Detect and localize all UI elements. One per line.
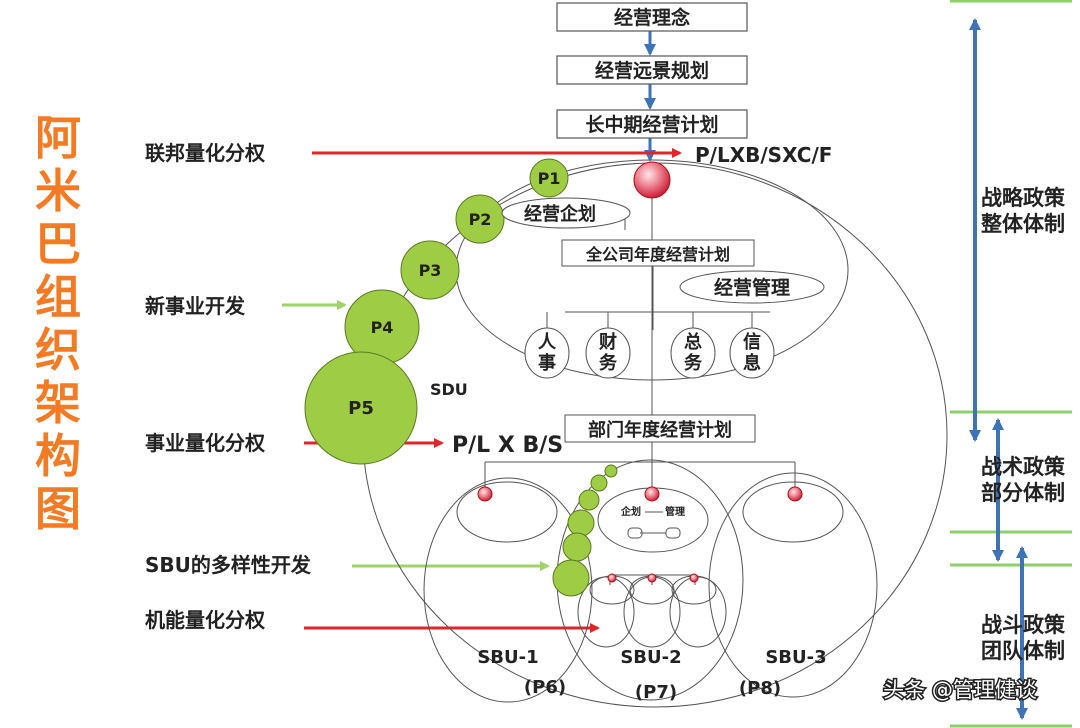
pink-dot [647, 573, 657, 583]
p-bubble-label: P5 [348, 398, 374, 419]
title-char: 构 [35, 429, 81, 483]
p-bubble-label: P4 [371, 318, 394, 337]
dept-char: 财 [599, 331, 617, 353]
flow-box-label: 经营远景规划 [595, 59, 709, 82]
sbu3-inner [742, 481, 844, 543]
p-bubble [304, 351, 418, 465]
pink-dot [689, 573, 699, 583]
pink-ball [633, 161, 671, 199]
title-char: 米 [35, 164, 81, 218]
flow-box [556, 55, 748, 85]
flow-box [556, 109, 748, 139]
sbu-label: SBU-1 [477, 647, 538, 668]
band-label: 部分体制 [981, 481, 1065, 505]
label-function: 机能量化分权 [145, 608, 266, 632]
title-char: 巴 [35, 217, 81, 271]
sbu-bubble [590, 474, 608, 492]
pink-dot [787, 486, 803, 502]
planning-label: 经营企划 [524, 203, 596, 225]
label-business: 事业量化分权 [145, 431, 266, 455]
sbu2-sub [669, 576, 727, 648]
sbu-bubble [578, 489, 600, 511]
dept-char: 务 [684, 352, 703, 374]
dept-plan-label: 部门年度经营计划 [588, 419, 732, 441]
p-bubble [455, 194, 505, 244]
p-label: (P7) [635, 682, 677, 703]
p-bubble [400, 240, 460, 300]
mini-box [627, 527, 643, 539]
vertical-title: 阿米巴组织架构图 [28, 112, 88, 536]
mini-label: 管理 [665, 505, 685, 518]
title-char: 织 [35, 323, 81, 377]
dept-circle [524, 327, 570, 379]
watermark: 头条 @管理健谈 [883, 678, 1037, 702]
label-federal: 联邦量化分权 [145, 141, 266, 165]
dept-char: 信 [743, 331, 761, 353]
p-label: (P6) [524, 677, 566, 698]
company-plan-box [561, 239, 755, 267]
dept-circle [670, 327, 716, 379]
company-plan-label: 全公司年度经营计划 [585, 245, 730, 264]
band-label: 战斗政策 [981, 613, 1066, 637]
band-label: 团队体制 [981, 639, 1065, 663]
p-bubble-label: P2 [469, 210, 492, 229]
sbu-bubble [562, 532, 592, 562]
title-char: 组 [35, 270, 81, 324]
flow-box-label: 长中期经营计划 [585, 113, 718, 136]
pink-dot [644, 486, 660, 502]
p-bubble [529, 158, 569, 198]
dept-circle [585, 327, 631, 379]
p-label: (P8) [739, 678, 781, 699]
middle-output: P/L X B/S [452, 433, 563, 458]
top-output: P/LXB/SXC/F [695, 143, 832, 167]
title-char: 图 [35, 482, 81, 536]
dept-char: 事 [538, 352, 556, 374]
dept-circle [729, 327, 775, 379]
flow-box [556, 2, 748, 32]
sbu-label: SBU-3 [765, 647, 826, 668]
flow-box-label: 经营理念 [614, 6, 690, 29]
sbu-bubble [567, 509, 595, 537]
title-char: 阿 [35, 111, 81, 165]
mgmt-ellipse [679, 270, 825, 304]
pink-dot [477, 486, 493, 502]
p-bubble-label: P1 [538, 169, 561, 188]
dept-char: 总 [684, 331, 702, 353]
dept-char: 息 [743, 352, 761, 374]
p-bubble-label: P3 [419, 261, 442, 280]
label-sbu-dev: SBU的多样性开发 [145, 553, 312, 577]
dept-char: 人 [538, 332, 557, 353]
mini-box [665, 527, 681, 539]
band-label: 整体体制 [981, 212, 1065, 236]
band-label: 战术政策 [981, 455, 1066, 479]
band-label: 战略政策 [981, 186, 1066, 210]
sbu-bubble [552, 559, 590, 597]
sbu-label: SBU-2 [620, 647, 681, 668]
sbu2-sub [623, 576, 681, 648]
dept-char: 务 [599, 352, 618, 374]
mini-label: 企划 [620, 505, 641, 518]
pink-dot [607, 573, 617, 583]
sbu-bubble [604, 464, 618, 478]
sbu3-circle [708, 472, 878, 698]
sbu1-inner [456, 481, 558, 543]
dept-plan-box [564, 414, 756, 443]
title-char: 架 [35, 376, 81, 430]
label-new-business: 新事业开发 [145, 294, 246, 318]
sdu-label: SDU [430, 380, 468, 399]
sbu1-circle [423, 477, 593, 703]
planning-ellipse [501, 197, 631, 229]
mgmt-label: 经营管理 [714, 276, 790, 299]
